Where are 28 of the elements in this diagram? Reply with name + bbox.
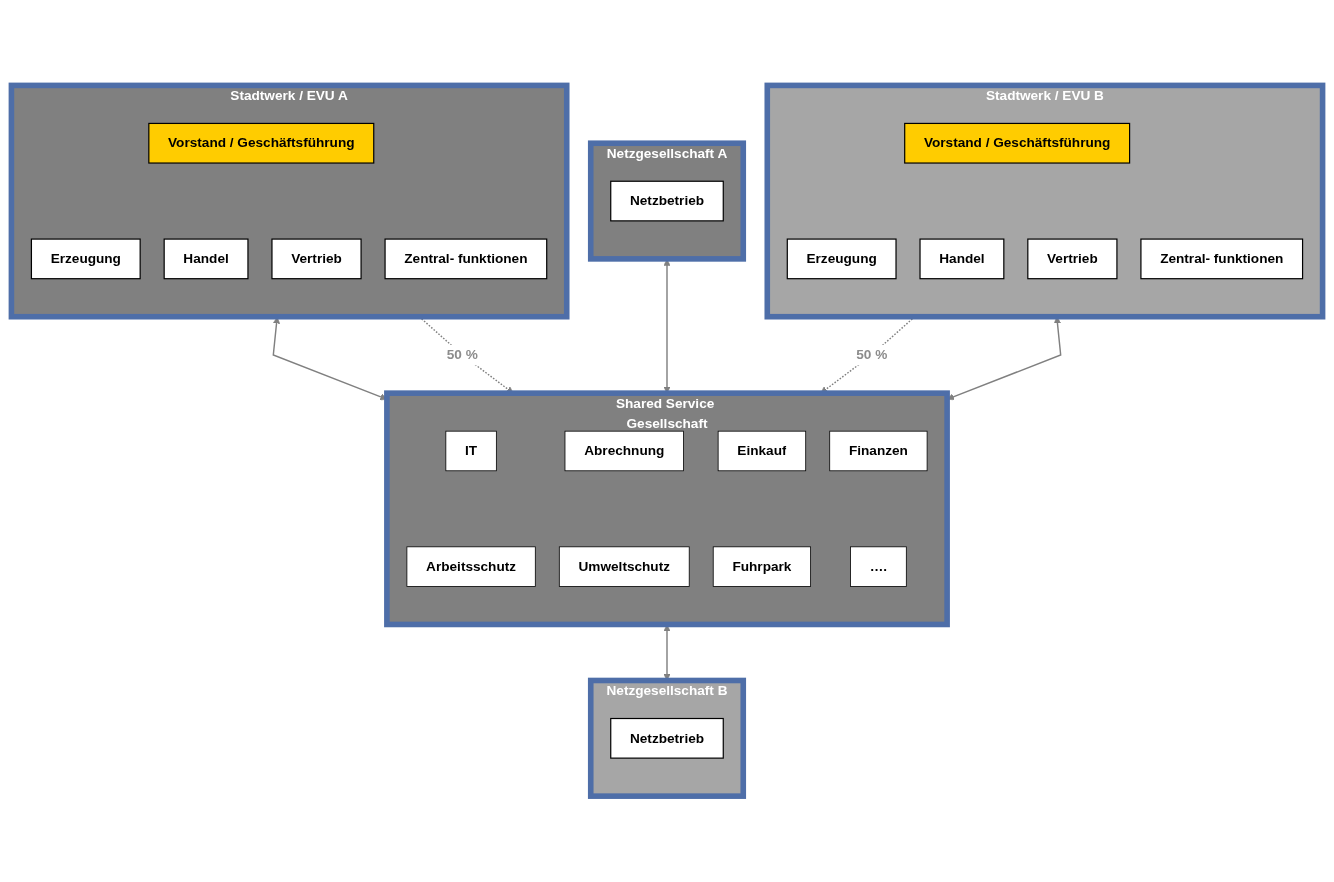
- node-box: [564, 431, 684, 472]
- node-box: [445, 431, 497, 472]
- cluster: [587, 140, 747, 262]
- node-box: [1027, 238, 1118, 280]
- node-box: [558, 546, 690, 588]
- cluster: [384, 390, 950, 628]
- node-box: [271, 238, 362, 280]
- cluster: [8, 82, 570, 320]
- node-box: [904, 123, 1131, 164]
- node-box: [148, 123, 375, 164]
- node-box: [610, 180, 724, 222]
- node-box: [30, 238, 141, 280]
- node-box: [406, 546, 536, 588]
- node-box: [850, 546, 907, 588]
- node-box: [717, 431, 807, 472]
- edge-label: 50 %: [856, 347, 888, 363]
- org-diagram: 50 % 50 % Netzgesellschaft B Netzbetrieb Stadtwerk / EVU B Vorstand / Geschäftsführung Erzeugung Handel Vertrieb Zentral- funktionen Shared Service Gesellschaft IT Arbeitsschutz Abrechnung Umweltschutz Einkauf Fuhrpark Finanzen …. Netzgesellschaft A Netzbetrieb Stadtwerk / EVU A Vorstand / Geschäftsführung Erzeugung Handel Vertrieb Zentral- funktionen: [5, 79, 1329, 803]
- node-box: [610, 718, 724, 759]
- cluster: [587, 677, 747, 800]
- node-box: [919, 238, 1005, 280]
- node-box: [1140, 238, 1304, 280]
- cluster: [764, 82, 1326, 320]
- node-box: [786, 238, 897, 280]
- node-box: [384, 238, 548, 280]
- edge-label: 50 %: [446, 347, 478, 363]
- node-box: [829, 431, 928, 472]
- node-box: [163, 238, 249, 280]
- node-box: [712, 546, 811, 588]
